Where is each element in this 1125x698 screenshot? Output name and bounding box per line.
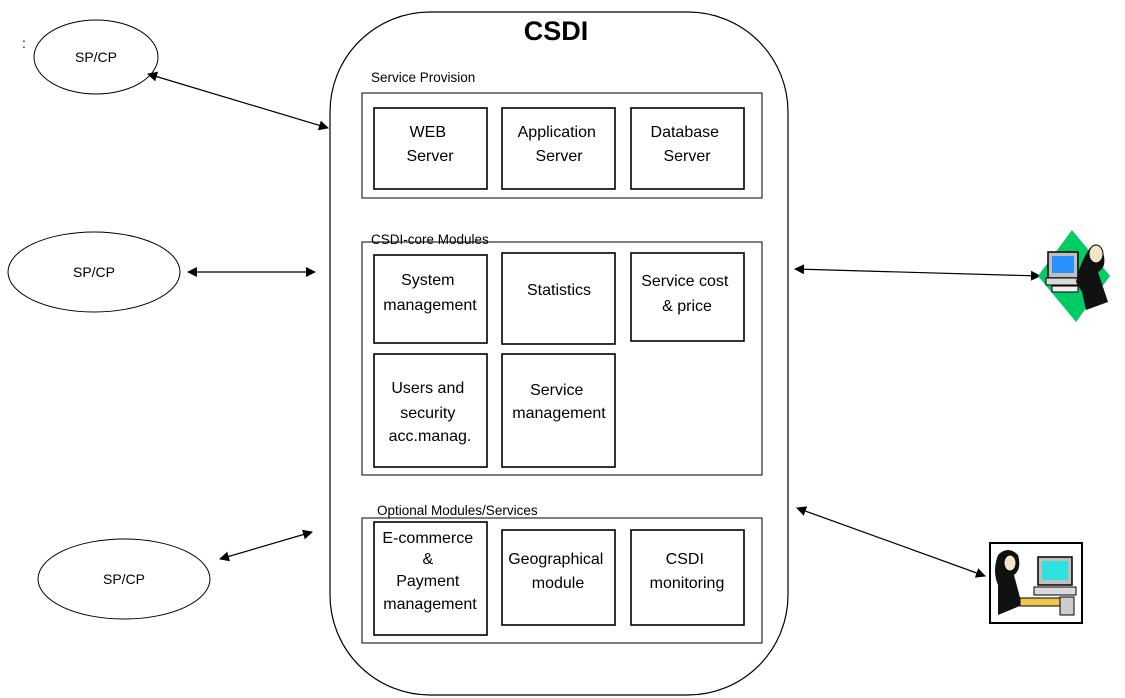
- database-server-label: Database Server: [651, 124, 724, 165]
- service-provision-label: Service Provision: [371, 70, 475, 85]
- provider-label-2: SP/CP: [73, 264, 115, 280]
- service-cost-price-label: Service cost & price: [641, 273, 733, 315]
- provider-node-2: SP/CP: [7, 231, 181, 313]
- arrow-user-2: [796, 506, 986, 578]
- geographical-module-label: Geographical module: [508, 551, 608, 592]
- system-management-label: System management: [383, 272, 477, 314]
- csdi-monitoring-label: CSDI monitoring: [650, 551, 725, 592]
- web-server-module: WEB Server: [373, 107, 488, 190]
- users-security-label: Users and security acc.manag.: [389, 380, 472, 445]
- statistics-module: Statistics: [501, 252, 616, 345]
- arrow-user-1: [794, 264, 1041, 281]
- csdi-container: [329, 11, 789, 696]
- ecommerce-payment-label: E-commerce & Payment management: [382, 530, 477, 613]
- csdi-title: CSDI: [524, 16, 589, 46]
- provider-label-1: SP/CP: [75, 49, 117, 65]
- user-at-computer-icon: [989, 542, 1083, 624]
- system-management-module: System management: [373, 254, 488, 344]
- ecommerce-payment-module: E-commerce & Payment management: [373, 521, 488, 636]
- users-security-module: Users and security acc.manag.: [373, 353, 488, 468]
- service-provision-section: [361, 92, 763, 199]
- corner-mark: :: [22, 35, 26, 51]
- web-server-label: WEB Server: [406, 124, 454, 165]
- csdi-monitoring-module: CSDI monitoring: [630, 529, 745, 626]
- database-server-module: Database Server: [630, 107, 745, 190]
- service-management-module: Service management: [501, 353, 616, 468]
- service-cost-price-module: Service cost & price: [630, 252, 745, 342]
- user-at-computer-icon: [1038, 230, 1110, 322]
- optional-modules-section: [361, 517, 763, 644]
- provider-node-3: SP/CP: [37, 538, 211, 620]
- optional-modules-label: Optional Modules/Services: [377, 503, 538, 518]
- geographical-module: Geographical module: [501, 529, 616, 626]
- statistics-label: Statistics: [527, 282, 591, 299]
- core-modules-section: [361, 241, 763, 476]
- arrow-provider-3: [219, 529, 313, 562]
- service-management-label: Service management: [512, 382, 606, 422]
- provider-node-1: SP/CP: [33, 19, 159, 95]
- application-server-label: Application Server: [518, 124, 601, 165]
- core-modules-label: CSDI-core Modules: [371, 232, 489, 247]
- arrow-provider-1: [147, 71, 329, 131]
- provider-label-3: SP/CP: [103, 571, 145, 587]
- application-server-module: Application Server: [501, 107, 616, 190]
